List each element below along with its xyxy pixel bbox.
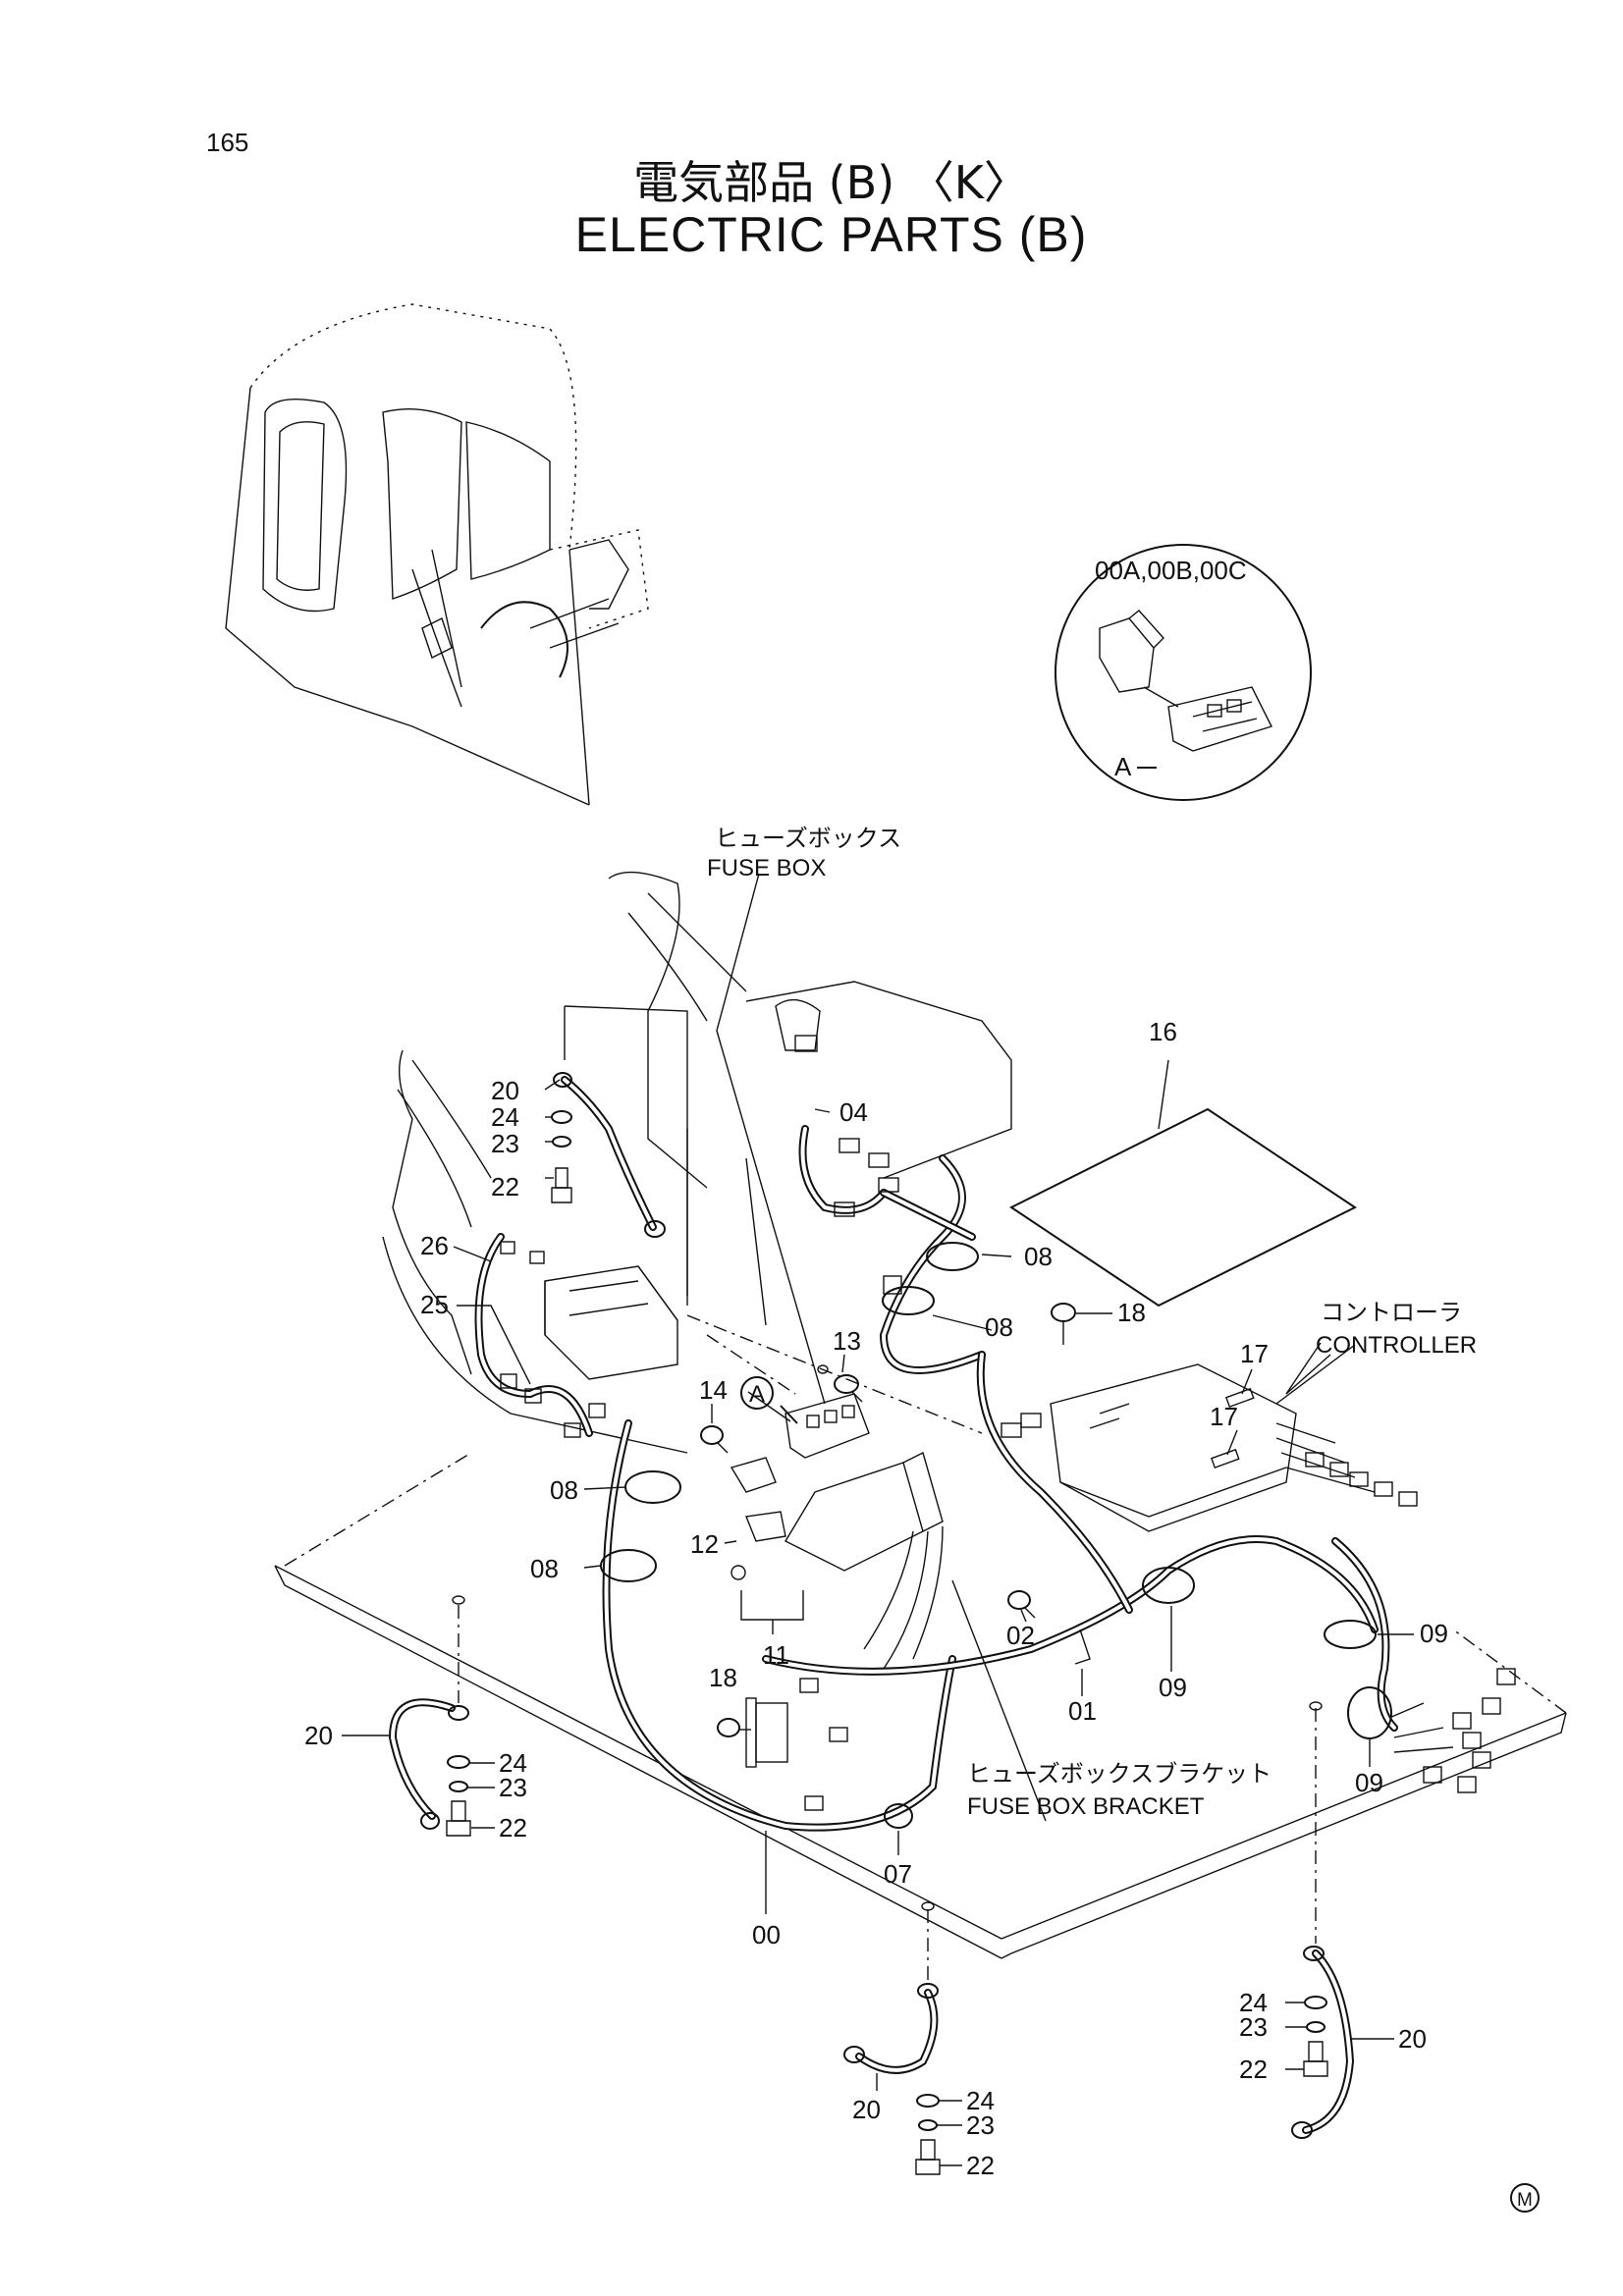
label-18-lower: 18: [709, 1663, 737, 1692]
main-harness: [474, 1125, 1454, 1832]
label-09-b: 09: [1420, 1619, 1448, 1648]
label-16: 16: [1149, 1017, 1177, 1046]
corner-mark: M: [1510, 2183, 1540, 2213]
hardware-stacks: [446, 1110, 1328, 2175]
label-25: 25: [420, 1290, 449, 1319]
label-20-right: 20: [1398, 2024, 1427, 2054]
callout-fuse-box-en: FUSE BOX: [707, 855, 826, 881]
detail-view-a: 00A,00B,00C A: [1055, 544, 1312, 801]
label-20-left: 20: [304, 1721, 333, 1750]
engine-area: [382, 871, 1012, 1454]
connectors: [500, 1035, 1516, 1811]
callout-fuse-box-bracket-jp: ヒューズボックスブラケット: [967, 1760, 1271, 1788]
label-08-c: 08: [550, 1475, 578, 1505]
label-24-bottom: 24: [966, 2086, 995, 2115]
floor-plate: [274, 1452, 1567, 1959]
label-00: 00: [752, 1920, 781, 1949]
label-14: 14: [699, 1375, 728, 1405]
label-22-left: 22: [499, 1813, 527, 1842]
page-number: 165: [206, 128, 249, 157]
label-23-right: 23: [1239, 2012, 1268, 2042]
label-13: 13: [833, 1326, 861, 1356]
fuse-box: [730, 1393, 944, 1572]
label-23-left: 23: [499, 1773, 527, 1802]
label-24-right: 24: [1239, 1988, 1268, 2017]
label-08-d: 08: [530, 1554, 559, 1583]
label-12: 12: [690, 1529, 719, 1559]
callout-controller-jp: コントローラ: [1321, 1299, 1462, 1326]
callout-fuse-box-jp: ヒューズボックス: [715, 825, 901, 852]
label-24-left: 24: [499, 1748, 527, 1778]
label-11: 11: [763, 1640, 789, 1670]
label-08-b: 08: [985, 1312, 1013, 1342]
label-22-right: 22: [1239, 2055, 1268, 2084]
label-20-bottom: 20: [852, 2095, 881, 2124]
part-number-labels: 20 24 23 22 26 25 04 16 08 08 18 13 14 1…: [304, 1017, 1448, 2180]
callout-texts: ヒューズボックス FUSE BOX コントローラ CONTROLLER ヒューズ…: [707, 825, 1477, 1820]
label-01: 01: [1068, 1696, 1097, 1726]
label-26: 26: [420, 1231, 449, 1260]
label-17-b: 17: [1210, 1402, 1238, 1431]
detail-a-marker: A: [749, 1381, 765, 1408]
page-title-japanese: 電気部品 (B) 〈K〉: [633, 156, 1029, 209]
callout-fuse-box-bracket-en: FUSE BOX BRACKET: [967, 1793, 1205, 1820]
controller-box: [1050, 1363, 1297, 1532]
document-sheet: [1009, 1107, 1357, 1308]
cab-illustration: [225, 303, 649, 806]
detail-view-label: 00A,00B,00C: [1095, 556, 1247, 585]
label-07: 07: [884, 1859, 912, 1889]
detail-a-circle: [740, 1376, 774, 1410]
page-title-english: ELECTRIC PARTS (B): [574, 207, 1088, 262]
callout-controller-en: CONTROLLER: [1316, 1332, 1477, 1359]
label-09-a: 09: [1159, 1673, 1187, 1702]
label-23-bottom: 23: [966, 2110, 995, 2140]
corner-mark-letter: M: [1517, 2190, 1533, 2211]
label-24-upper: 24: [491, 1102, 519, 1132]
label-09-c: 09: [1355, 1768, 1383, 1797]
label-18-upper: 18: [1117, 1298, 1146, 1327]
label-04: 04: [839, 1097, 868, 1127]
ground-cables: [388, 1072, 1355, 2139]
label-23-upper: 23: [491, 1129, 519, 1158]
detail-view-marker: A: [1114, 752, 1132, 781]
label-17-a: 17: [1240, 1339, 1269, 1368]
label-20-upper: 20: [491, 1076, 519, 1105]
label-02: 02: [1006, 1621, 1035, 1650]
label-22-upper: 22: [491, 1172, 519, 1201]
label-22-bottom: 22: [966, 2151, 995, 2180]
label-08-a: 08: [1024, 1242, 1053, 1271]
leader-lines: [342, 873, 1414, 2166]
